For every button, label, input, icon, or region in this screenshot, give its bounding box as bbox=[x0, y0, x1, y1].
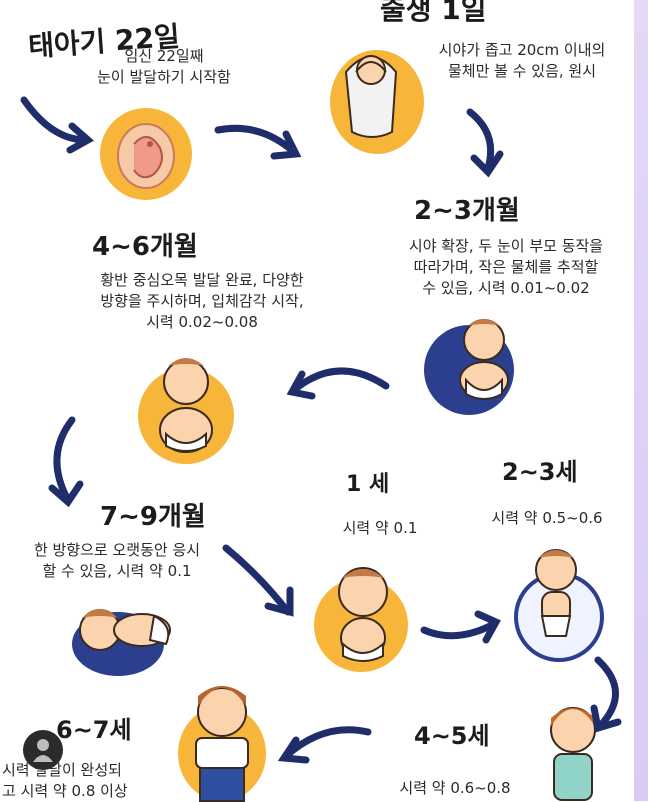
stage-desc-2-3-years: 시력 약 0.5~0.6 bbox=[491, 509, 603, 527]
profile-avatar-icon[interactable] bbox=[23, 730, 63, 770]
toddler-icon bbox=[535, 549, 577, 637]
swaddled-newborn-icon bbox=[344, 55, 398, 138]
stage-desc-4-5-years: 시력 약 0.6~0.8 bbox=[399, 779, 511, 797]
stage-title-4-6-months: 4~6개월 bbox=[92, 232, 198, 262]
stage-desc-birth: 시야가 좁고 20cm 이내의 물체만 볼 수 있음, 원시 bbox=[438, 41, 606, 80]
baby-icon bbox=[459, 319, 509, 400]
toddler-icon bbox=[338, 567, 388, 662]
child-icon bbox=[550, 707, 596, 801]
stage-title-4-5-years: 4~5세 bbox=[414, 722, 490, 750]
child-icon bbox=[195, 686, 249, 802]
lavender-edge-strip bbox=[634, 0, 648, 801]
stage-desc-6-7-years: 시력 발달이 완성되 고 시력 약 0.8 이상 bbox=[2, 761, 128, 800]
baby-icon bbox=[159, 358, 213, 453]
baby-icon bbox=[79, 609, 171, 651]
stage-title-7-9-months: 7~9개월 bbox=[100, 502, 206, 532]
embryo-icon bbox=[117, 123, 175, 189]
stage-title-2-3-months: 2~3개월 bbox=[414, 196, 520, 226]
stage-desc-4-6-months: 황반 중심오목 발달 완료, 다양한 방향을 주시하며, 입체감각 시작, 시력… bbox=[100, 271, 304, 331]
stage-title-birth: 출생 1일 bbox=[380, 0, 487, 26]
person-silhouette-icon bbox=[33, 739, 53, 762]
stage-desc-22day: 임신 22일째 눈이 발달하기 시작함 bbox=[97, 47, 231, 86]
stage-desc-7-9-months: 한 방향으로 오랫동안 응시 할 수 있음, 시력 약 0.1 bbox=[33, 541, 201, 580]
stage-desc-1-year: 시력 약 0.1 bbox=[342, 519, 418, 537]
stage-title-1-year: 1 세 bbox=[346, 472, 390, 497]
stage-title-6-7-years: 6~7세 bbox=[56, 716, 132, 744]
stage-title-2-3-years: 2~3세 bbox=[502, 458, 578, 486]
stage-desc-2-3-months: 시야 확장, 두 눈이 부모 동작을 따라가며, 작은 물체를 추적할 수 있음… bbox=[408, 237, 604, 297]
